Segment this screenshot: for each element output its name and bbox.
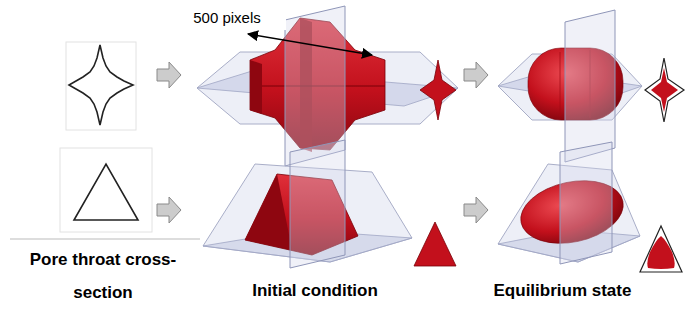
flow-arrow-part	[157, 197, 181, 223]
column-label: Equilibrium state	[455, 280, 670, 302]
star-cross-section-part	[66, 42, 136, 130]
triangle-prism-initial	[203, 140, 456, 268]
dimension-arrow	[248, 34, 372, 55]
star-prism-equilibrium-part	[651, 68, 678, 112]
star-prism-equilibrium-part	[645, 58, 684, 122]
triangle-prism-initial-part	[245, 174, 292, 250]
star-prism-equilibrium-part	[565, 10, 615, 162]
star-prism-initial	[197, 6, 458, 166]
flow-arrow-part	[464, 197, 488, 223]
dimension-label: 500 pixels	[168, 6, 286, 30]
triangle-cross-section	[60, 148, 152, 232]
star-cross-section	[66, 42, 136, 130]
star-prism-equilibrium	[498, 10, 684, 162]
triangle-cross-section-part	[60, 148, 152, 232]
triangle-prism-initial-part	[290, 140, 345, 268]
column-label: Pore throat cross-section	[18, 243, 188, 309]
column-label: Initial condition	[205, 280, 425, 302]
triangle-prism-initial-part	[414, 222, 456, 266]
star-prism-initial-part	[420, 60, 456, 120]
separator-line	[10, 239, 200, 240]
triangle-cross-section-part	[74, 164, 138, 220]
flow-arrow-part	[157, 62, 181, 88]
triangle-prism-equilibrium-part	[560, 142, 612, 264]
star-cross-section-part	[69, 45, 133, 125]
triangle-prism-equilibrium-part	[647, 236, 674, 269]
triangle-prism-equilibrium	[498, 142, 682, 272]
triangle-prism-equilibrium-part	[640, 226, 682, 272]
flow-arrow-part	[464, 62, 488, 88]
star-prism-initial-part	[250, 60, 262, 114]
